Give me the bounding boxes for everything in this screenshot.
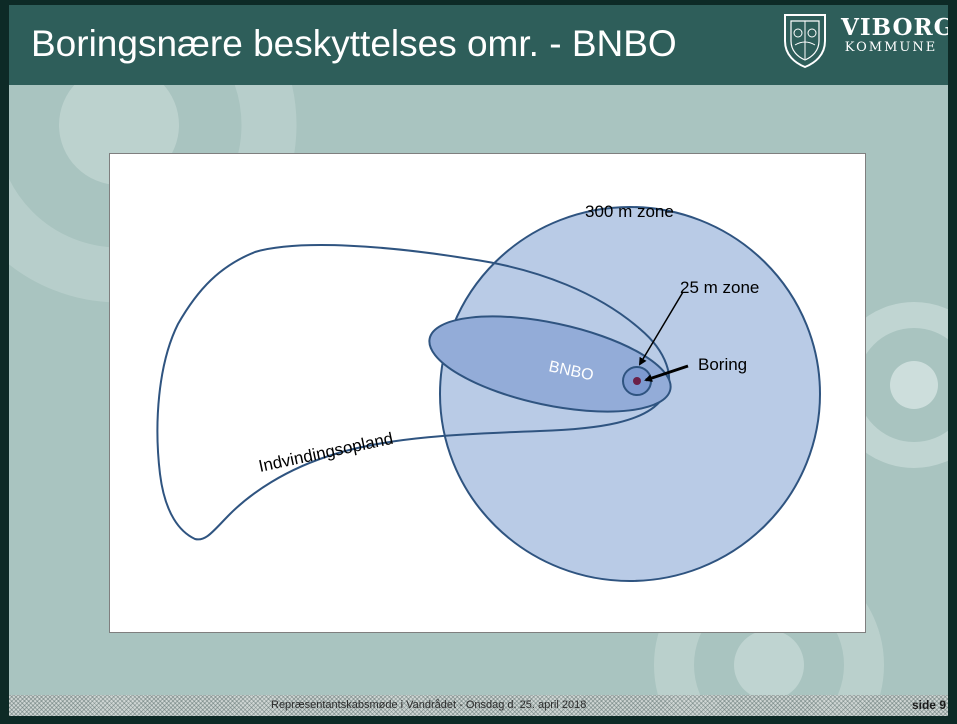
bnbo-ellipse: [428, 315, 672, 413]
brand-name: VIBORG: [841, 14, 948, 41]
footer-text: Repræsentantskabsmøde i Vandrådet - Onsd…: [271, 699, 587, 711]
title-bar: Boringsnære beskyttelses omr. - BNBO VIB…: [9, 5, 948, 85]
zone-25-arrow: [638, 291, 684, 366]
boring-label: Boring: [698, 355, 747, 374]
diagram-panel: 300 m zone 25 m zone Boring BNBO Indvind…: [109, 153, 866, 633]
boring-point: [633, 377, 641, 385]
brand-logo: VIBORG KOMMUNE: [841, 14, 948, 55]
catchment-label: Indvindingsopland: [257, 429, 395, 476]
footer: Repræsentantskabsmøde i Vandrådet - Onsd…: [9, 695, 948, 716]
coat-of-arms-icon: [784, 14, 826, 69]
bnbo-diagram: 300 m zone 25 m zone Boring BNBO Indvind…: [156, 202, 821, 582]
page-number: side 9: [911, 698, 946, 712]
slide: Boringsnære beskyttelses omr. - BNBO VIB…: [9, 5, 948, 716]
zone-300-label: 300 m zone: [585, 202, 674, 221]
zone-25-label: 25 m zone: [680, 278, 759, 297]
brand-sub: KOMMUNE: [844, 40, 938, 55]
catchment-outline: [156, 244, 671, 541]
page-title: Boringsnære beskyttelses omr. - BNBO: [31, 23, 677, 64]
boring-arrow: [644, 364, 689, 382]
